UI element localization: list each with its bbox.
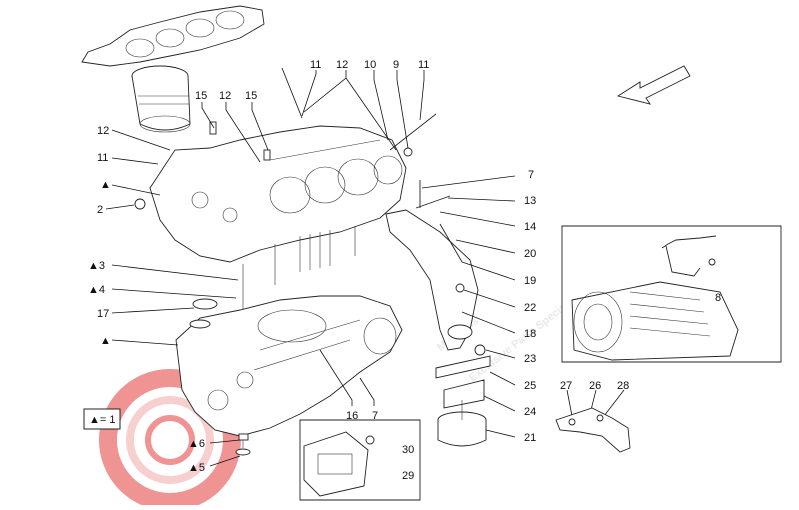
callout-label: 9 (393, 59, 399, 71)
callout-label: 16 (346, 410, 358, 422)
head-gasket (81, 5, 265, 67)
legend-box: ▲= 1 (83, 408, 121, 430)
callout-label: 15 (195, 90, 207, 102)
callout-label: 30 (402, 444, 414, 456)
leader-lines (105, 70, 713, 476)
callout-label: ▲4 (88, 284, 105, 296)
inset-gearbox (561, 225, 782, 363)
callout-label: 22 (524, 302, 536, 314)
callout-label: 11 (418, 59, 429, 71)
callout-label: 7 (528, 169, 534, 181)
callout-label: 19 (524, 275, 536, 287)
callout-label: 12 (336, 59, 348, 71)
callout-label: 18 (524, 328, 536, 340)
callout-label: ▲3 (88, 260, 105, 272)
callout-label: 17 (97, 308, 109, 320)
callout-label: 21 (524, 432, 536, 444)
callout-label: 7 (372, 410, 378, 422)
callout-label: 27 (560, 380, 572, 392)
callout-label: 10 (364, 59, 376, 71)
legend-label: ▲= 1 (89, 414, 116, 426)
callout-label: 29 (402, 470, 414, 482)
engine-mount-bracket (385, 180, 479, 351)
callout-label: 15 (245, 90, 257, 102)
callout-labels: 11 12 10 9 11 15 12 15 12 11 ▲ 2 7 13 14… (88, 59, 721, 482)
bracket-detail (555, 407, 631, 453)
inset-oil-pump (299, 419, 421, 501)
callout-label: 24 (524, 406, 536, 418)
callout-label: 28 (617, 380, 629, 392)
callout-label: 11 (310, 59, 321, 71)
engine-block (149, 125, 407, 330)
callout-label: 14 (524, 221, 536, 233)
callout-label: 2 (97, 204, 103, 216)
direction-arrow-icon (616, 65, 691, 105)
callout-label: 11 (97, 152, 108, 164)
lower-crankcase (175, 295, 403, 437)
cylinder-head-studs (134, 67, 437, 210)
callout-label: 26 (589, 380, 601, 392)
callout-label: ▲6 (188, 438, 205, 450)
o-ring (189, 298, 218, 329)
callout-label: 20 (524, 248, 536, 260)
engine-mount-stack (435, 344, 491, 447)
callout-label: 13 (524, 195, 536, 207)
callout-label: ▲ (100, 179, 111, 191)
callout-label: 23 (524, 353, 536, 365)
callout-label: 12 (219, 90, 231, 102)
drain-plug (235, 433, 251, 456)
callout-label: ▲5 (188, 462, 205, 474)
callout-label: 12 (97, 125, 109, 137)
cylinder-liner (131, 65, 191, 133)
watermark-logo (99, 369, 241, 510)
callout-label: ▲ (100, 335, 111, 347)
callout-label: 8 (715, 292, 721, 304)
callout-label: 25 (524, 380, 536, 392)
